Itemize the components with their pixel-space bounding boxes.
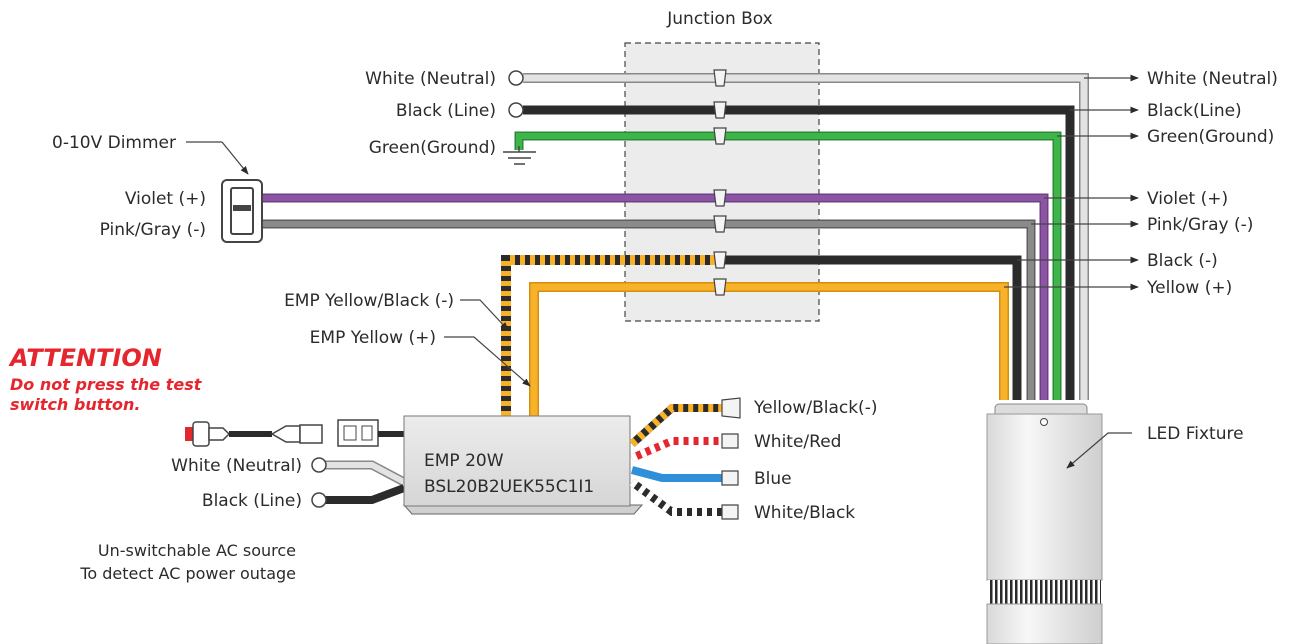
ac-white-label: White (Neutral) bbox=[171, 456, 302, 476]
ac-black-terminal-icon bbox=[311, 492, 327, 508]
attention-title: ATTENTION bbox=[8, 344, 162, 372]
led-fixture bbox=[986, 403, 1103, 644]
attention-line1: Do not press the test bbox=[10, 375, 203, 394]
emp-yellow-black-label: EMP Yellow/Black (-) bbox=[284, 291, 454, 311]
black-terminal-icon bbox=[508, 102, 524, 118]
fixture-lead-labels: White (Neutral) Black(Line) Green(Ground… bbox=[1146, 69, 1278, 298]
ac-black-label: Black (Line) bbox=[202, 491, 302, 511]
ground-icon bbox=[503, 146, 536, 165]
wire-nuts bbox=[713, 69, 727, 296]
emp-output-leads bbox=[629, 404, 724, 516]
fixture-lead-label-1: Black(Line) bbox=[1147, 101, 1242, 121]
emp-unit: EMP 20W BSL20B2UEK55C1I1 bbox=[402, 415, 644, 515]
fixture-label: LED Fixture bbox=[1147, 424, 1244, 444]
emp-output-label-0: Yellow/Black(-) bbox=[753, 398, 877, 418]
dimmer-pink-label: Pink/Gray (-) bbox=[100, 220, 206, 240]
emp-output-label-1: White/Red bbox=[754, 432, 841, 452]
fixture-lead-label-6: Yellow (+) bbox=[1146, 278, 1232, 298]
ac-note-line2: To detect AC power outage bbox=[79, 564, 296, 583]
fixture-lead-label-5: Black (-) bbox=[1147, 251, 1218, 271]
source-white-label: White (Neutral) bbox=[365, 69, 496, 89]
fixture-lead-label-3: Violet (+) bbox=[1147, 189, 1228, 209]
white-terminal-icon bbox=[508, 70, 524, 86]
test-switch-icon bbox=[185, 421, 323, 447]
ac-note-line1: Un-switchable AC source bbox=[98, 541, 296, 560]
dimmer-violet-label: Violet (+) bbox=[125, 189, 206, 209]
emp-yellow-label: EMP Yellow (+) bbox=[310, 328, 436, 348]
emp-name: EMP 20W bbox=[424, 451, 504, 471]
emp-output-label-3: White/Black bbox=[754, 503, 855, 523]
source-green-label: Green(Ground) bbox=[369, 138, 496, 158]
emp-output-label-2: Blue bbox=[754, 469, 792, 489]
attention-line2: switch button. bbox=[10, 395, 140, 414]
wire-green-ground bbox=[514, 131, 1062, 400]
emp-output-labels: Yellow/Black(-) White/Red Blue White/Bla… bbox=[753, 398, 877, 523]
ac-white-terminal-icon bbox=[311, 457, 327, 473]
wire-emp-yellow bbox=[529, 282, 1009, 416]
fixture-lead-label-2: Green(Ground) bbox=[1147, 127, 1274, 147]
junction-box: Junction Box bbox=[624, 9, 820, 322]
source-black-label: Black (Line) bbox=[396, 101, 496, 121]
dimmer-switch-icon bbox=[221, 179, 263, 243]
fixture-lead-label-4: Pink/Gray (-) bbox=[1147, 215, 1253, 235]
emp-model: BSL20B2UEK55C1I1 bbox=[424, 477, 594, 497]
dimmer-label: 0-10V Dimmer bbox=[52, 133, 176, 153]
fixture-lead-callouts bbox=[1004, 74, 1139, 291]
emp-output-caps bbox=[721, 397, 741, 520]
junction-box-label: Junction Box bbox=[666, 9, 772, 29]
test-connector-icon bbox=[337, 419, 406, 447]
fixture-lead-label-0: White (Neutral) bbox=[1147, 69, 1278, 89]
